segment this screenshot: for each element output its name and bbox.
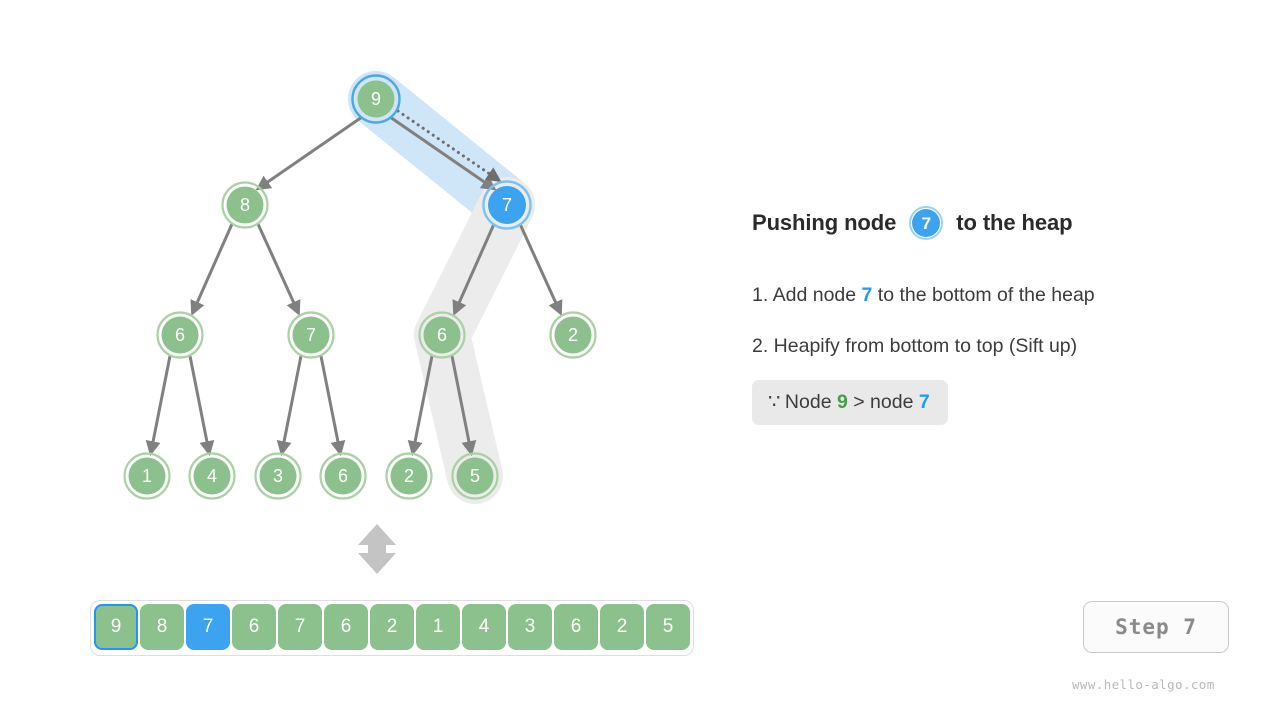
reason-pre: Node <box>784 391 837 413</box>
edge-8-6 <box>190 223 234 316</box>
tree-node-label: 7 <box>502 195 512 215</box>
array-cell[interactable]: 2 <box>600 604 644 650</box>
tree-node-label: 8 <box>240 195 250 215</box>
reason-mid: > node <box>847 391 919 413</box>
array-cell[interactable]: 9 <box>94 604 138 650</box>
tree-node-label: 2 <box>568 325 578 345</box>
tree-node-7-root-child[interactable]: 7 <box>482 180 532 230</box>
edge-7-3 <box>276 355 303 457</box>
heap-array: 9 8 7 6 7 6 2 1 4 3 6 2 5 <box>90 600 694 656</box>
array-cell[interactable]: 3 <box>508 604 552 650</box>
tree-node-label: 7 <box>306 325 316 345</box>
array-cell[interactable]: 6 <box>554 604 598 650</box>
edge-6-2 <box>407 355 434 457</box>
tree-node-6-b[interactable]: 6 <box>418 311 466 359</box>
tree-node-label: 3 <box>273 466 283 486</box>
tree-node-2-a[interactable]: 2 <box>549 311 597 359</box>
array-cell-value: 8 <box>156 616 168 637</box>
edge-8-7 <box>256 223 301 316</box>
reason-badge: ∵Node 9 > node 7 <box>752 380 948 425</box>
array-cell[interactable]: 6 <box>324 604 368 650</box>
edge-9-7 <box>389 115 497 191</box>
edge-7-2 <box>518 223 563 316</box>
array-cell-value: 7 <box>202 616 214 637</box>
array-cell-value: 3 <box>524 616 536 637</box>
highlight-bands <box>348 71 535 504</box>
reason-left-value: 9 <box>836 391 848 413</box>
tree-node-label: 1 <box>142 466 152 486</box>
title-node-badge: 7 <box>909 206 944 240</box>
tree-array-sync-arrow <box>358 524 396 574</box>
binary-tree-diagram: 9 8 7 6 7 <box>123 71 597 574</box>
array-cell-value: 9 <box>110 616 122 637</box>
tree-nodes: 9 8 7 6 7 <box>123 74 597 500</box>
array-cell[interactable]: 1 <box>416 604 460 650</box>
array-cell[interactable]: 4 <box>462 604 506 650</box>
edge-6-1 <box>145 355 172 457</box>
panel-title-prefix: Pushing node <box>752 210 897 235</box>
array-cell[interactable]: 5 <box>646 604 690 650</box>
panel-title: Pushing node 7 to the heap <box>752 206 1252 240</box>
step-counter-button[interactable]: Step 7 <box>1083 601 1229 653</box>
edge-9-8 <box>255 115 363 191</box>
array-cell-value: 7 <box>294 616 306 637</box>
badge-ring <box>909 206 944 240</box>
tree-node-label: 6 <box>175 325 185 345</box>
swap-arrow <box>396 109 502 183</box>
tree-node-5[interactable]: 5 <box>451 452 499 500</box>
array-cell-value: 4 <box>478 616 490 637</box>
array-cell-value: 6 <box>340 616 352 637</box>
array-cell-value: 2 <box>386 616 398 637</box>
step-1-prefix: 1. Add node <box>752 284 862 306</box>
edge-6-5 <box>450 355 477 457</box>
badge-value: 7 <box>921 213 931 233</box>
explanation-panel: Pushing node 7 to the heap 1. Add node 7… <box>752 206 1252 425</box>
tree-node-label: 2 <box>404 466 414 486</box>
array-cell-value: 6 <box>248 616 260 637</box>
step-item-1: 1. Add node 7 to the bottom of the heap <box>752 284 1252 307</box>
tree-node-2-b[interactable]: 2 <box>385 452 433 500</box>
reason-right-value: 7 <box>918 391 930 413</box>
tree-edges <box>145 115 563 457</box>
tree-node-label: 9 <box>371 89 381 109</box>
step-1-suffix: to the bottom of the heap <box>872 284 1095 306</box>
because-symbol: ∵ <box>768 391 781 413</box>
array-cell[interactable]: 8 <box>140 604 184 650</box>
tree-node-3[interactable]: 3 <box>254 452 302 500</box>
tree-node-4[interactable]: 4 <box>188 452 236 500</box>
edge-7-6b <box>319 355 346 457</box>
tree-node-7-b[interactable]: 7 <box>287 311 335 359</box>
step-item-2: 2. Heapify from bottom to top (Sift up) <box>752 335 1252 358</box>
array-cell[interactable]: 2 <box>370 604 414 650</box>
array-cell[interactable]: 7 <box>278 604 322 650</box>
tree-node-8[interactable]: 8 <box>221 181 269 229</box>
tree-node-9[interactable]: 9 <box>351 74 401 124</box>
tree-node-6-a[interactable]: 6 <box>156 311 204 359</box>
tree-node-1[interactable]: 1 <box>123 452 171 500</box>
step-2-text: 2. Heapify from bottom to top (Sift up) <box>752 335 1078 357</box>
step-1-value: 7 <box>861 284 873 306</box>
tree-node-6-c[interactable]: 6 <box>319 452 367 500</box>
heap-visualization: 9 8 7 6 7 <box>90 71 694 656</box>
edge-7-6 <box>452 223 496 316</box>
tree-node-label: 6 <box>338 466 348 486</box>
badge-disc <box>912 209 941 237</box>
array-cell-value: 5 <box>662 616 674 637</box>
array-cell-value: 2 <box>616 616 628 637</box>
array-cell-value: 6 <box>570 616 582 637</box>
tree-node-label: 4 <box>207 466 217 486</box>
array-cell[interactable]: 6 <box>232 604 276 650</box>
tree-node-label: 5 <box>470 466 480 486</box>
panel-title-suffix: to the heap <box>956 210 1073 235</box>
array-cell-value: 1 <box>432 616 444 637</box>
watermark: www.hello-algo.com <box>1072 677 1215 692</box>
edge-6-4 <box>188 355 215 457</box>
tree-node-label: 6 <box>437 325 447 345</box>
array-cell[interactable]: 7 <box>186 604 230 650</box>
